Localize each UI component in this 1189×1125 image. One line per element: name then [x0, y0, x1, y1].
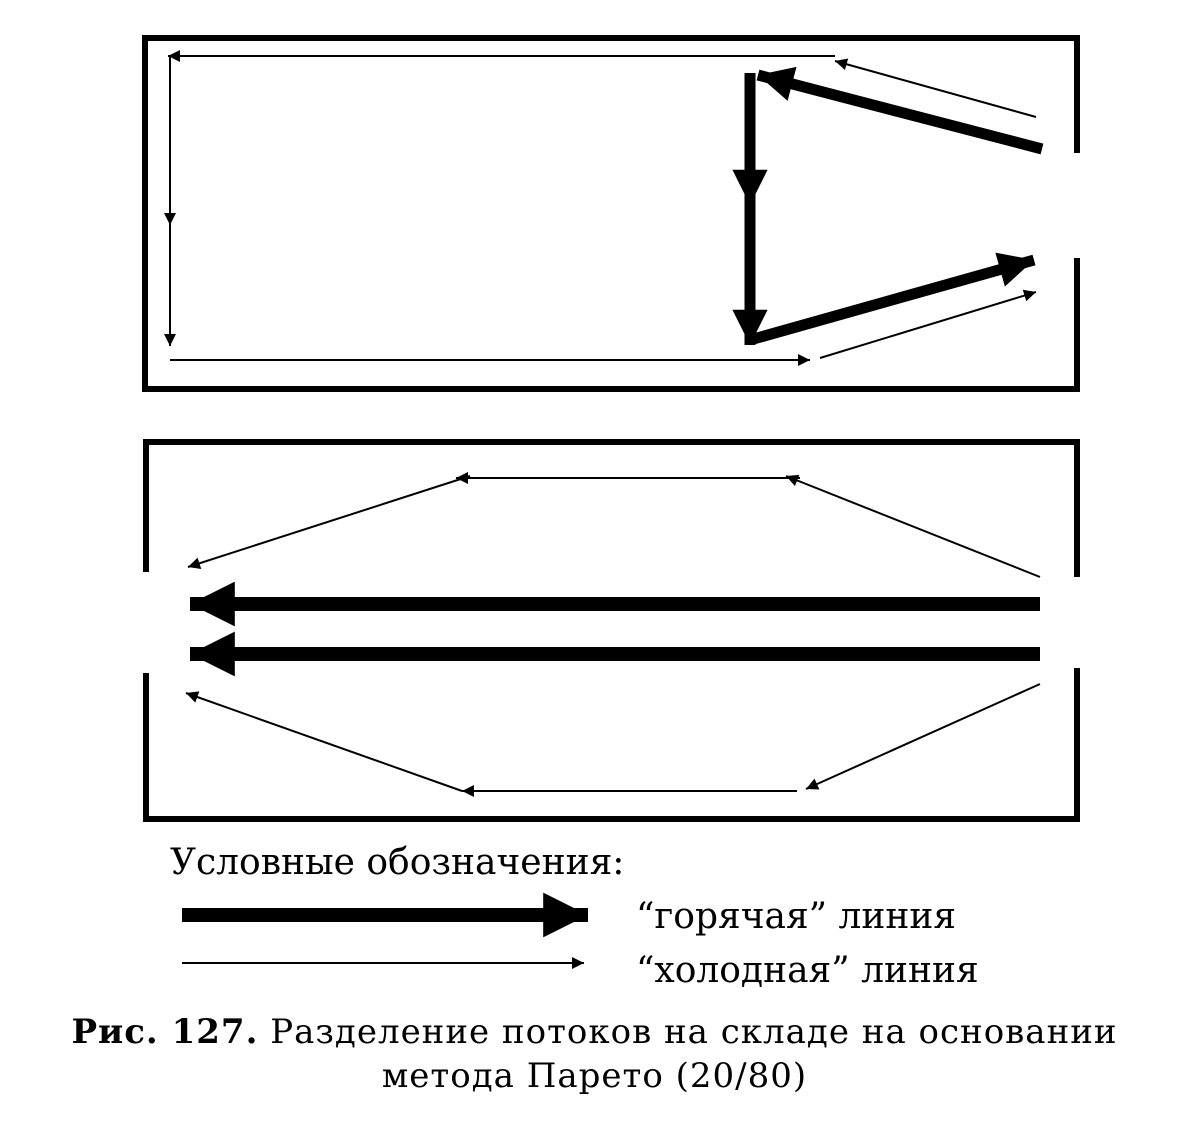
figure-caption: Рис. 127. Разделение потоков на складе н… — [0, 1010, 1189, 1098]
top-cold-entry — [834, 58, 1037, 118]
bottom-warehouse-wall-top — [143, 439, 1080, 577]
caption-line-1: Рис. 127. Разделение потоков на складе н… — [0, 1010, 1189, 1054]
bottom-cold-upper-entry — [785, 474, 1041, 578]
bottom-cold-lower-exit — [185, 691, 463, 792]
top-warehouse — [142, 35, 1080, 392]
bottom-cold-line-upper — [187, 472, 1041, 578]
top-hot-entry — [756, 66, 1044, 155]
top-hot-exit — [748, 252, 1036, 346]
legend-samples — [182, 892, 588, 969]
legend-title: Условные обозначения: — [170, 842, 625, 883]
figure-number: Рис. 127. — [71, 1012, 259, 1052]
bottom-cold-lower-entry — [805, 683, 1041, 790]
top-cold-line — [164, 50, 1037, 366]
bottom-hot-lines — [190, 581, 1040, 677]
top-cold-exit — [819, 289, 1037, 359]
bottom-warehouse — [143, 439, 1080, 822]
top-warehouse-wall — [142, 35, 1080, 392]
legend-cold-label: “холодная” линия — [636, 950, 979, 991]
bottom-cold-upper-exit — [187, 475, 471, 570]
caption-line-2: метода Парето (20/80) — [381, 1056, 808, 1096]
bottom-cold-line-lower — [185, 683, 1041, 797]
top-hot-line — [732, 66, 1044, 346]
legend-hot-label: “горячая” линия — [636, 896, 957, 937]
bottom-warehouse-wall-bottom — [143, 668, 1080, 822]
caption-text-1: Разделение потоков на складе на основани… — [270, 1012, 1118, 1052]
